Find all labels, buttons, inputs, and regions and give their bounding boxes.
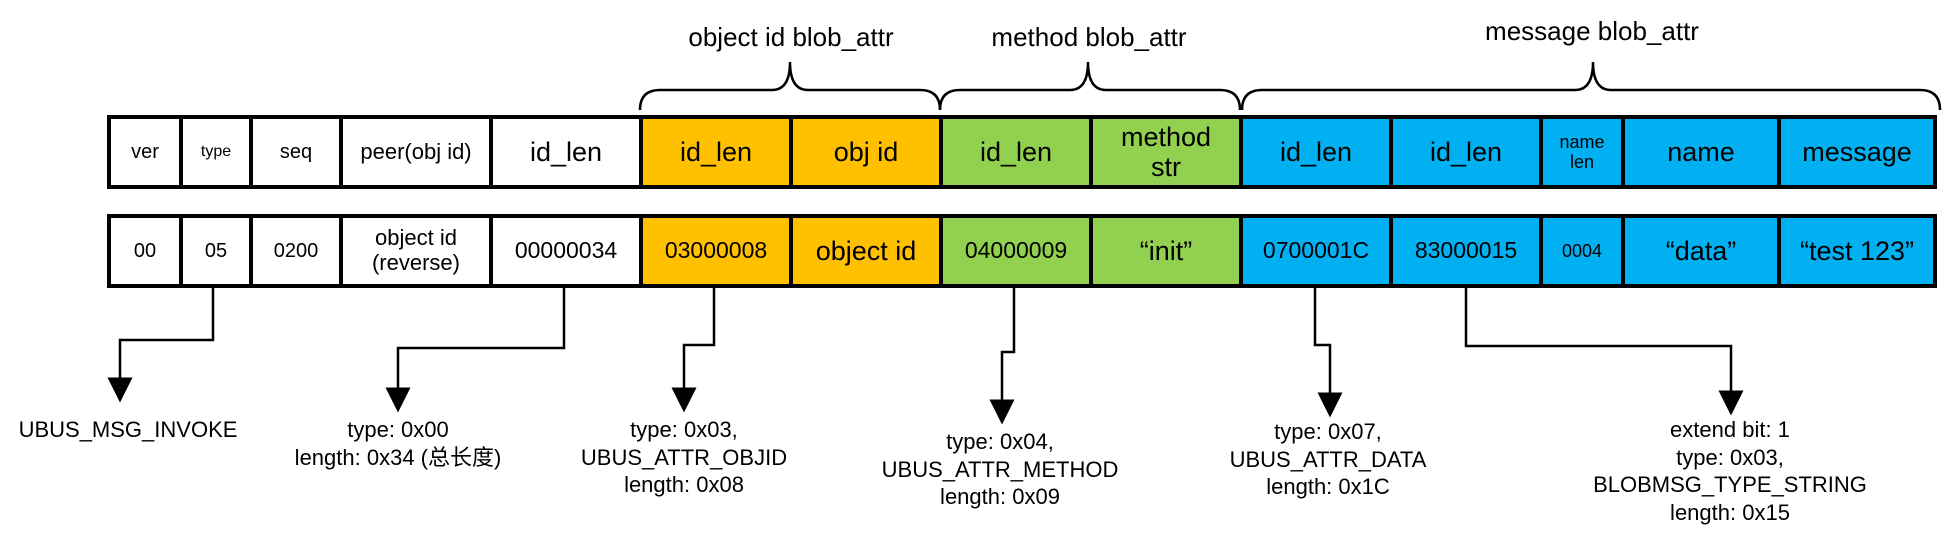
cell-objid-len-value: 03000008: [643, 218, 793, 284]
brace-message: [1240, 61, 1942, 111]
cell-data-len-value: 0700001C: [1243, 218, 1393, 284]
cell-obj-id-value: object id: [793, 218, 943, 284]
annotation-objid-attr: type: 0x03, UBUS_ATTR_OBJID length: 0x08: [580, 417, 788, 497]
cell-string-len-header: id_len: [1393, 119, 1543, 185]
arrow-method-len: [989, 288, 1016, 425]
group-label-method: method blob_attr: [991, 22, 1187, 52]
cell-objid-len-header: id_len: [643, 119, 793, 185]
cell-method-str-value: “init”: [1093, 218, 1243, 284]
brace-object-id: [638, 61, 942, 111]
annotation-msg-type: UBUS_MSG_INVOKE: [18, 417, 238, 442]
arrow-objid-len: [671, 288, 716, 413]
cell-data-len-header: id_len: [1243, 119, 1393, 185]
group-label-message: message blob_attr: [1485, 16, 1699, 46]
arrow-string-len: [1464, 288, 1744, 416]
arrow-id-len: [385, 288, 566, 413]
cell-ver-header: ver: [111, 119, 183, 185]
cell-name-value: “data”: [1625, 218, 1781, 284]
cell-type-value: 05: [183, 218, 253, 284]
cell-seq-header: seq: [253, 119, 343, 185]
cell-string-len-value: 83000015: [1393, 218, 1543, 284]
annotation-method-attr: type: 0x04, UBUS_ATTR_METHOD length: 0x0…: [881, 429, 1119, 509]
cell-ver-value: 00: [111, 218, 183, 284]
cell-seq-value: 0200: [253, 218, 343, 284]
cell-peer-header: peer(obj id): [343, 119, 493, 185]
arrow-data-len: [1313, 288, 1343, 418]
cell-method-len-value: 04000009: [943, 218, 1093, 284]
brace-method: [938, 61, 1242, 111]
group-label-object-id: object id blob_attr: [688, 22, 894, 52]
cell-id-len-header: id_len: [493, 119, 643, 185]
cell-message-header: message: [1781, 119, 1937, 185]
cell-name-header: name: [1625, 119, 1781, 185]
cell-method-len-header: id_len: [943, 119, 1093, 185]
cell-obj-id-header: obj id: [793, 119, 943, 185]
cell-name-len-value: 0004: [1543, 218, 1625, 284]
arrow-type: [107, 288, 215, 403]
annotation-id-len: type: 0x00 length: 0x34 (总长度): [294, 417, 502, 470]
cell-method-str-header: method str: [1093, 119, 1243, 185]
cell-name-len-header: name len: [1543, 119, 1625, 185]
cell-type-header: type: [183, 119, 253, 185]
annotation-string-attr: extend bit: 1 type: 0x03, BLOBMSG_TYPE_S…: [1593, 417, 1867, 525]
cell-id-len-value: 00000034: [493, 218, 643, 284]
cell-message-value: “test 123”: [1781, 218, 1937, 284]
annotation-data-attr: type: 0x07, UBUS_ATTR_DATA length: 0x1C: [1229, 419, 1427, 499]
cell-peer-value: object id (reverse): [343, 218, 493, 284]
